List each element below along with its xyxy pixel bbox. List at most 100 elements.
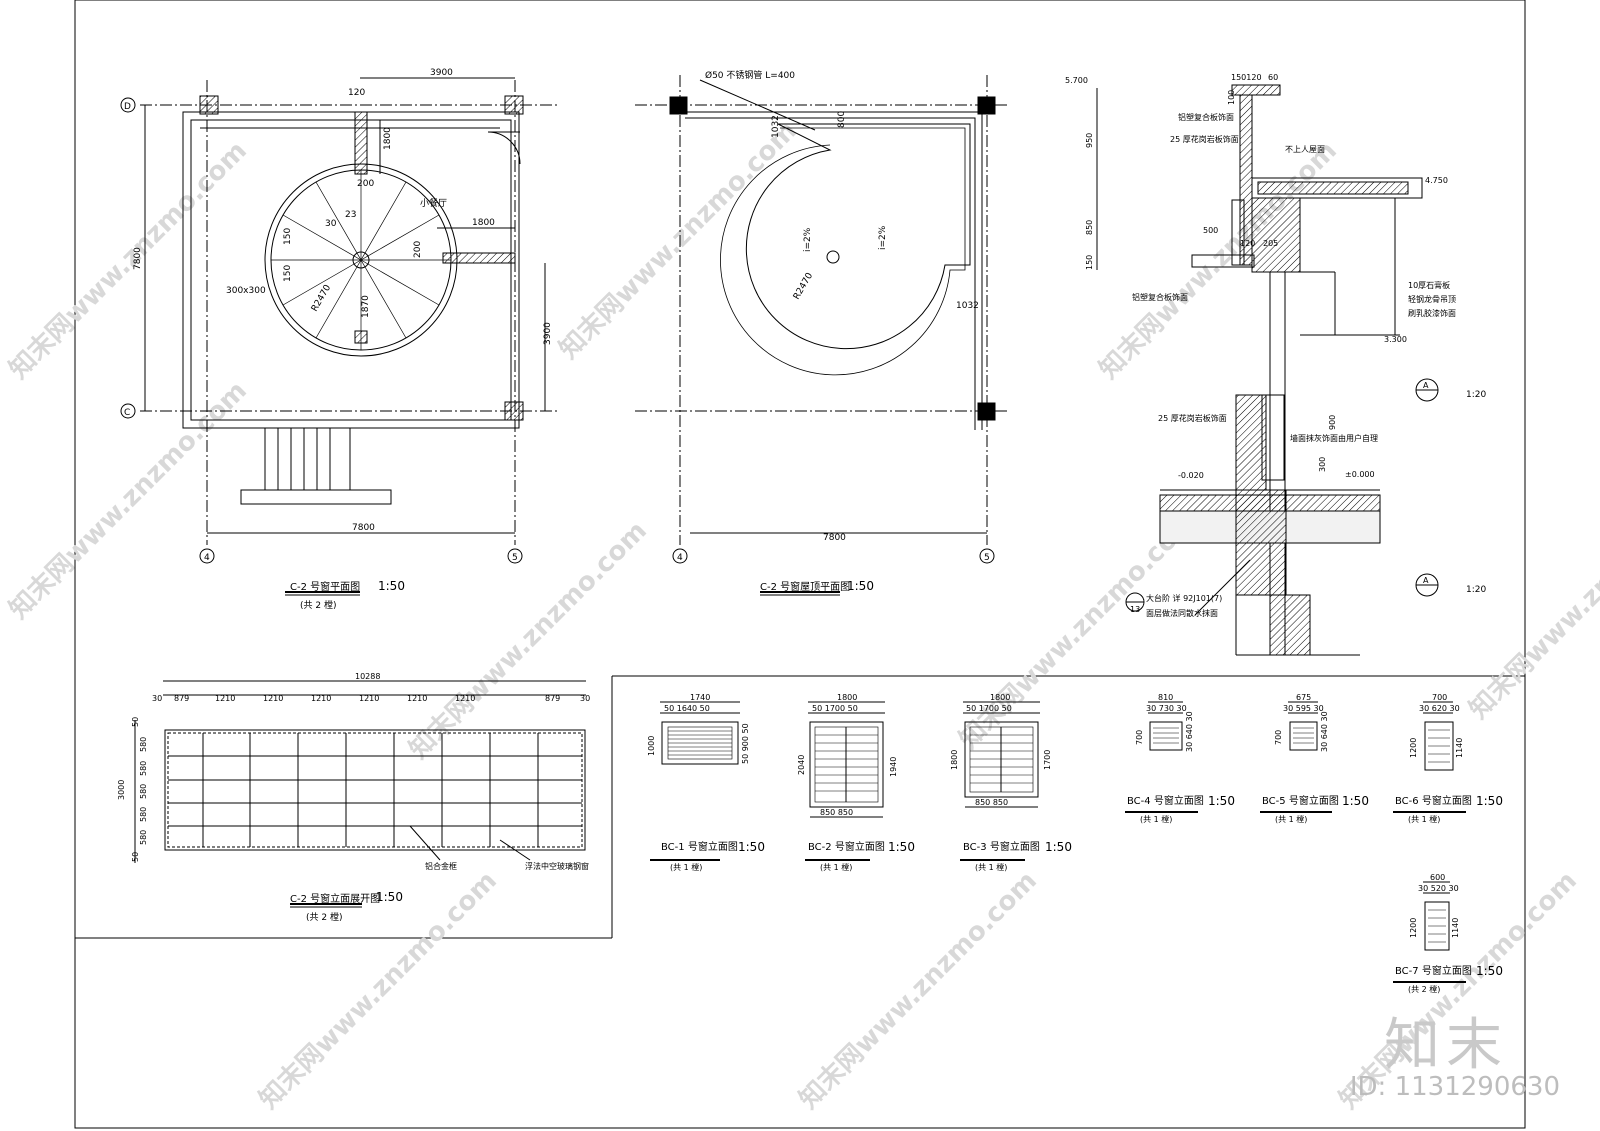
- dim-label: 3000: [117, 780, 126, 800]
- watermark: 知末网www.znzmo.com: [1094, 136, 1343, 385]
- dim-label: 300: [1318, 457, 1327, 472]
- dim-label: 1210: [359, 694, 379, 703]
- note-label: 不上人屋面: [1285, 145, 1325, 154]
- dim-label: 700: [1432, 693, 1447, 702]
- note-label: 大台阶 详 92J101(7): [1146, 593, 1222, 603]
- dim-label: 50: [131, 852, 140, 862]
- dim-label: 205: [1263, 239, 1278, 248]
- drawing-title: BC-6 号窗立面图: [1395, 794, 1472, 807]
- note-label: Ø50 不锈钢管 L=400: [705, 69, 795, 81]
- section-mark: A: [1423, 576, 1429, 585]
- level-label: 5.700: [1065, 76, 1088, 85]
- window-bc5: [1260, 701, 1332, 813]
- dim-label: 1032: [956, 301, 979, 311]
- dim-label: 700: [1274, 730, 1283, 745]
- drawing-count: (共 1 樘): [1408, 814, 1440, 824]
- drawing-count: (共 2 樘): [1408, 984, 1440, 994]
- window-bc7: [1393, 881, 1466, 983]
- dim-label: 1140: [1455, 738, 1464, 758]
- dim-label: 30 520 30: [1418, 884, 1459, 893]
- dim-label: 7800: [823, 533, 846, 543]
- drawing-count: (共 1 樘): [975, 862, 1007, 872]
- dim-label: 1140: [1451, 918, 1460, 938]
- sheet-frame: [74, 0, 1526, 1129]
- drawing-count: (共 2 樘): [300, 599, 336, 611]
- watermark: 知末网www.znzmo.com: [404, 516, 653, 765]
- drawing-scale: 1:50: [1208, 794, 1235, 808]
- dim-label: 30 640 30: [1320, 711, 1329, 752]
- note-label: 25 厚花岗岩板饰面: [1158, 413, 1227, 423]
- drawing-count: (共 1 樘): [820, 862, 852, 872]
- size-label: 300x300: [226, 286, 266, 296]
- window-bc3: [960, 701, 1040, 861]
- slope-label: i=2%: [878, 225, 888, 250]
- ref-number: 13: [1130, 605, 1140, 614]
- note-label: 面层做法同散水抹面: [1146, 608, 1218, 618]
- grid-label: D: [124, 102, 131, 112]
- dim-label: 120: [348, 88, 365, 98]
- note-label: 铝合金框: [425, 861, 457, 871]
- note-label: 25 厚花岗岩板饰面: [1170, 134, 1239, 144]
- drawing-scale: 1:20: [1466, 390, 1486, 400]
- dim-label: 50: [131, 717, 140, 727]
- dim-label: 7800: [352, 523, 375, 533]
- grid-label: C: [124, 408, 130, 418]
- asset-id: ID: 1131290630: [1349, 1072, 1560, 1102]
- watermark: 知末网www.znzmo.com: [794, 866, 1043, 1115]
- dim-label: 1800: [990, 693, 1010, 702]
- dim-label: 1210: [455, 694, 475, 703]
- drawing-count: (共 2 樘): [306, 911, 342, 923]
- dim-label: 30 595 30: [1283, 704, 1324, 713]
- section-labels: 5.700 4.750 3.300 -0.020 ±0.000 950 850 …: [1065, 73, 1486, 618]
- dim-label: 1200: [1409, 918, 1418, 938]
- elevation-labels: 10288 30 879 1210 1210 1210 1210 1210 12…: [117, 672, 590, 923]
- plan-c2-roof: [635, 75, 1010, 596]
- room-label: 小餐厅: [420, 197, 447, 209]
- dim-label: 50 900 50: [741, 723, 750, 764]
- plan-c2-labels: D C 4 5 3900 7800 7800 3900 1800 1800 12…: [124, 68, 553, 611]
- drawing-title: BC-1 号窗立面图: [661, 840, 738, 853]
- dim-label: 200: [357, 179, 374, 189]
- drawing-count: (共 1 樘): [1275, 814, 1307, 824]
- watermark-layer: 知末网www.znzmo.com 知末网www.znzmo.com 知末网www…: [4, 116, 1600, 1115]
- dim-label: 580: [139, 761, 148, 776]
- drawing-scale: 1:50: [1476, 794, 1503, 808]
- dim-label: 1210: [407, 694, 427, 703]
- window-labels: 1740 50 1640 50 1000 50 900 50 BC-1 号窗立面…: [647, 693, 1503, 994]
- dim-label: 1800: [950, 750, 959, 770]
- dim-label: 150: [283, 265, 293, 282]
- drawing-title: C-2 号窗立面展开图: [290, 892, 380, 905]
- grid-label: 4: [677, 553, 683, 563]
- dim-label: 1032: [771, 115, 781, 138]
- note-label: 浮法中空玻璃钢窗: [525, 861, 589, 871]
- dim-label: 1700: [1043, 750, 1052, 770]
- dim-label: 3900: [430, 68, 453, 78]
- dim-label: 580: [139, 830, 148, 845]
- dim-label: 1800: [837, 693, 857, 702]
- dim-label: 600: [1430, 873, 1445, 882]
- angle-label: 30: [325, 219, 337, 229]
- drawing-scale: 1:50: [738, 840, 765, 854]
- dim-label: 1000: [647, 736, 656, 756]
- drawing-scale: 1:20: [1466, 585, 1486, 595]
- drawing-scale: 1:50: [1045, 840, 1072, 854]
- drawing-scale: 1:50: [888, 840, 915, 854]
- level-label: 3.300: [1384, 335, 1407, 344]
- drawing-scale: 1:50: [847, 579, 874, 593]
- dim-label: 3900: [543, 322, 553, 345]
- dim-label: 120: [1240, 239, 1255, 248]
- dim-label: 7800: [133, 247, 143, 270]
- dim-label: 1740: [690, 693, 710, 702]
- dim-label: 1940: [889, 757, 898, 777]
- drawing-scale: 1:50: [376, 890, 403, 904]
- drawing-title: BC-2 号窗立面图: [808, 840, 885, 853]
- dim-label: 60: [1268, 73, 1278, 82]
- dim-label: 30 730 30: [1146, 704, 1187, 713]
- note-label: 刷乳胶漆饰面: [1408, 308, 1456, 318]
- grid-label: 5: [984, 553, 990, 563]
- note-label: 铝塑复合板饰面: [1132, 292, 1188, 302]
- dim-label: 580: [139, 784, 148, 799]
- drawing-title: C-2 号窗平面图: [290, 580, 360, 593]
- dim-label: 2040: [797, 755, 806, 775]
